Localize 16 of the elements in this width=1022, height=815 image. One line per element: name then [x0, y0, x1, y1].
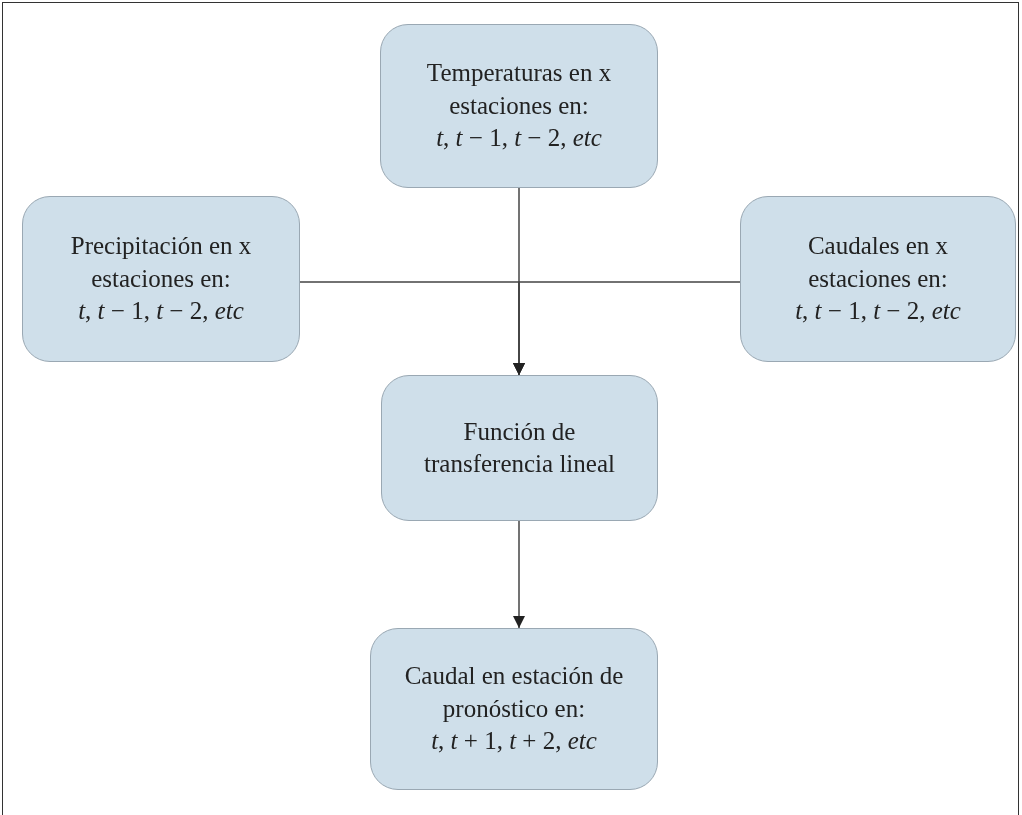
process-box [381, 375, 658, 521]
box-text: Precipitación en x estaciones en: [69, 231, 253, 294]
process-box [380, 24, 658, 188]
box-text: Función de transferencia lineal [423, 416, 616, 479]
process-box [740, 196, 1016, 362]
box-text: t, t + 1, t + 2, etc [431, 726, 597, 757]
arrow [513, 281, 741, 376]
box-text: t, t − 1, t − 2, etc [436, 123, 602, 154]
box-text: Caudal en estación de pronóstico en: [403, 661, 625, 724]
box-text: Temperaturas en x estaciones en: [425, 58, 613, 121]
box-text: t, t − 1, t − 2, etc [795, 296, 961, 327]
box-text: Caudales en x estaciones en: [806, 231, 950, 294]
box-text: t, t − 1, t − 2, etc [78, 296, 244, 327]
arrow [513, 520, 525, 629]
process-box [22, 196, 300, 362]
process-box [370, 628, 658, 790]
